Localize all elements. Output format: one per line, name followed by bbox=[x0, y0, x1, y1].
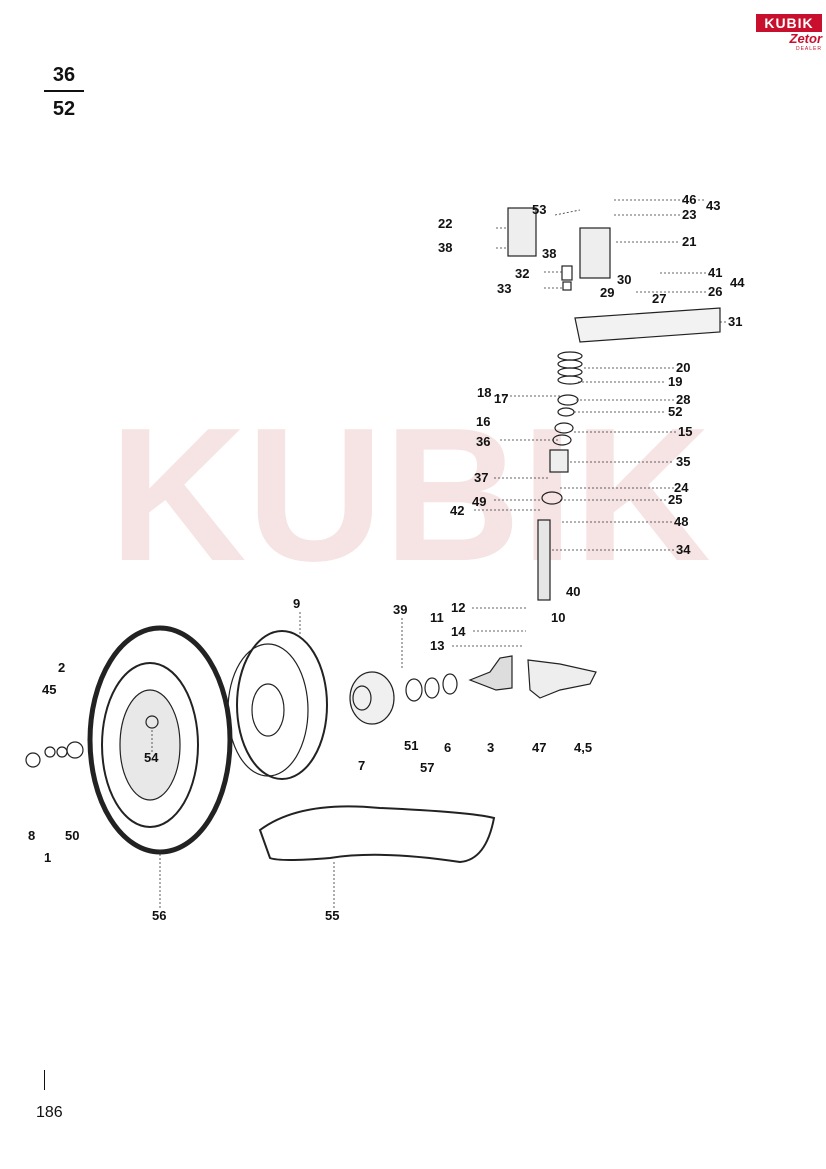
part-label: 9 bbox=[293, 596, 300, 611]
washer-2 bbox=[56, 746, 68, 758]
part-label: 36 bbox=[476, 434, 490, 449]
pin-33 bbox=[562, 281, 572, 291]
tire-drawing bbox=[87, 625, 233, 855]
part-label: 10 bbox=[551, 610, 565, 625]
logo-line3: DEALER bbox=[795, 46, 822, 52]
part-label: 21 bbox=[682, 234, 696, 249]
pin-32 bbox=[561, 265, 573, 281]
part-label: 24 bbox=[674, 480, 689, 495]
bracket-shape bbox=[579, 227, 611, 279]
part-label: 52 bbox=[668, 404, 682, 419]
part-label: 50 bbox=[65, 828, 79, 843]
part-label: 51 bbox=[404, 738, 418, 753]
logo-line1: KUBIK bbox=[756, 14, 822, 32]
part-label: 39 bbox=[393, 602, 407, 617]
part-label: 38 bbox=[542, 246, 556, 261]
part-label: 15 bbox=[678, 424, 692, 439]
part-labels: 1 2 3 4,5 6 7 8 9 10 11 12 13 14 15 16 1… bbox=[28, 192, 745, 923]
part-label: 12 bbox=[451, 600, 465, 615]
part-label: 55 bbox=[325, 908, 339, 923]
part-label: 54 bbox=[144, 750, 159, 765]
part-label: 41 bbox=[708, 265, 722, 280]
axle-beam-shape bbox=[574, 307, 721, 343]
part-label: 53 bbox=[532, 202, 546, 217]
leader-lines bbox=[151, 199, 726, 908]
part-label: 44 bbox=[730, 275, 745, 290]
nut-1 bbox=[44, 746, 56, 758]
part-label: 45 bbox=[42, 682, 56, 697]
stub-axle-shape bbox=[468, 655, 513, 691]
part-label: 26 bbox=[708, 284, 722, 299]
part-label: 27 bbox=[652, 291, 666, 306]
bearing-shape bbox=[405, 678, 423, 702]
part-label: 37 bbox=[474, 470, 488, 485]
part-label: 7 bbox=[358, 758, 365, 773]
bearing-50 bbox=[66, 741, 84, 759]
part-label: 29 bbox=[600, 285, 614, 300]
part-label: 38 bbox=[438, 240, 452, 255]
part-label: 19 bbox=[668, 374, 682, 389]
part-label: 56 bbox=[152, 908, 166, 923]
part-label: 2 bbox=[58, 660, 65, 675]
cap-54 bbox=[145, 715, 159, 729]
part-label: 20 bbox=[676, 360, 690, 375]
nut-8 bbox=[25, 752, 41, 768]
part-label: 17 bbox=[494, 391, 508, 406]
part-label: 47 bbox=[532, 740, 546, 755]
rim-drawing bbox=[227, 630, 328, 780]
fraction-bar bbox=[44, 90, 84, 92]
part-label: 23 bbox=[682, 207, 696, 222]
king-pin-shape bbox=[537, 519, 551, 601]
part-label: 43 bbox=[706, 198, 720, 213]
part-label: 18 bbox=[477, 385, 491, 400]
inner-tube-shape bbox=[258, 805, 496, 864]
bushing-left bbox=[507, 207, 537, 257]
watermark: KUBIK bbox=[110, 389, 710, 601]
part-label: 30 bbox=[617, 272, 631, 287]
hub-drawing bbox=[349, 671, 395, 725]
page-number: 186 bbox=[36, 1104, 63, 1121]
part-label: 48 bbox=[674, 514, 688, 529]
brand-logo: KUBIK Zetor DEALER bbox=[756, 14, 822, 74]
part-label: 49 bbox=[472, 494, 486, 509]
page-fraction: 36 52 bbox=[44, 64, 84, 120]
page-tick bbox=[44, 1070, 45, 1090]
part-label: 57 bbox=[420, 760, 434, 775]
fraction-bottom: 52 bbox=[52, 98, 76, 120]
part-label: 28 bbox=[676, 392, 690, 407]
logo-line2: Zetor bbox=[789, 31, 823, 46]
part-label: 6 bbox=[444, 740, 451, 755]
part-label: 16 bbox=[476, 414, 490, 429]
part-label: 32 bbox=[515, 266, 529, 281]
part-label: 22 bbox=[438, 216, 452, 231]
part-label: 1 bbox=[44, 850, 51, 865]
washer-shape bbox=[442, 673, 458, 695]
seal-shape bbox=[424, 677, 440, 699]
part-label: 11 bbox=[430, 610, 444, 625]
fraction-top: 36 bbox=[52, 64, 76, 86]
part-label: 42 bbox=[450, 503, 464, 518]
part-label: 3 bbox=[487, 740, 494, 755]
part-label: 35 bbox=[676, 454, 690, 469]
part-label: 40 bbox=[566, 584, 580, 599]
part-label: 31 bbox=[728, 314, 742, 329]
part-label: 25 bbox=[668, 492, 682, 507]
part-label: 13 bbox=[430, 638, 444, 653]
spring-stack bbox=[541, 351, 583, 505]
part-label: 8 bbox=[28, 828, 35, 843]
part-label: 34 bbox=[676, 542, 691, 557]
steering-arm-shape bbox=[527, 659, 597, 699]
part-label: 46 bbox=[682, 192, 696, 207]
part-label: 14 bbox=[451, 624, 466, 639]
part-label: 4,5 bbox=[574, 740, 592, 755]
part-label: 33 bbox=[497, 281, 511, 296]
watermark-text: KUBIK bbox=[110, 389, 710, 601]
